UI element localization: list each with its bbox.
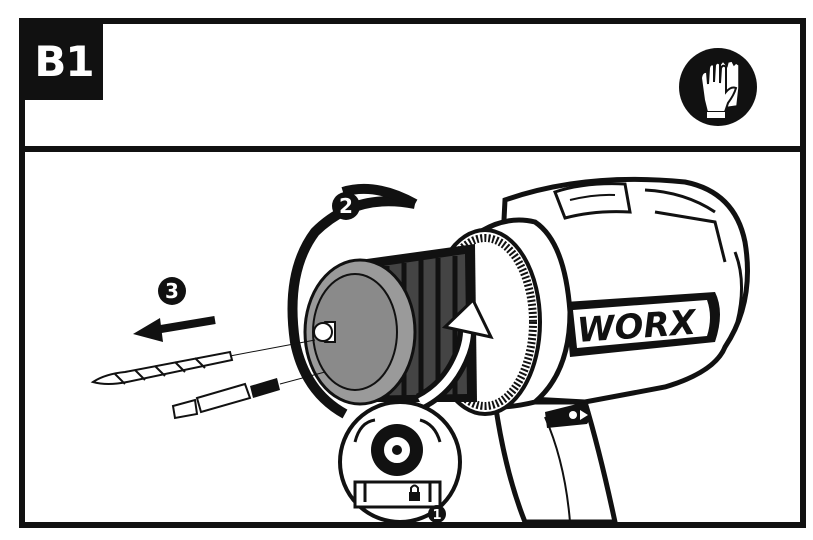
chuck-barrel: [303, 244, 477, 406]
brand-logo: WORX: [576, 303, 699, 351]
step-3-badge: [158, 277, 186, 305]
step-3-number: 3: [165, 279, 179, 303]
step-2-badge: [332, 192, 360, 220]
drill-illustration: WORX: [25, 152, 800, 522]
chuck-lock-inset: [338, 400, 462, 522]
lock-icon: [409, 484, 420, 501]
step-1-number: 1: [432, 508, 441, 522]
rotate-arrow: [287, 183, 418, 419]
remove-arrow: [133, 316, 216, 342]
step-label: B1: [25, 24, 103, 100]
step-1-badge: [428, 505, 446, 522]
screwdriver-bit: [171, 371, 326, 420]
tighten-arrow: [415, 297, 494, 411]
panel-header: B1: [25, 24, 800, 152]
instruction-panel: B1: [19, 18, 806, 528]
drill-bit: [90, 339, 316, 385]
gloves-icon: [679, 48, 757, 126]
step-2-number: 2: [339, 194, 353, 218]
